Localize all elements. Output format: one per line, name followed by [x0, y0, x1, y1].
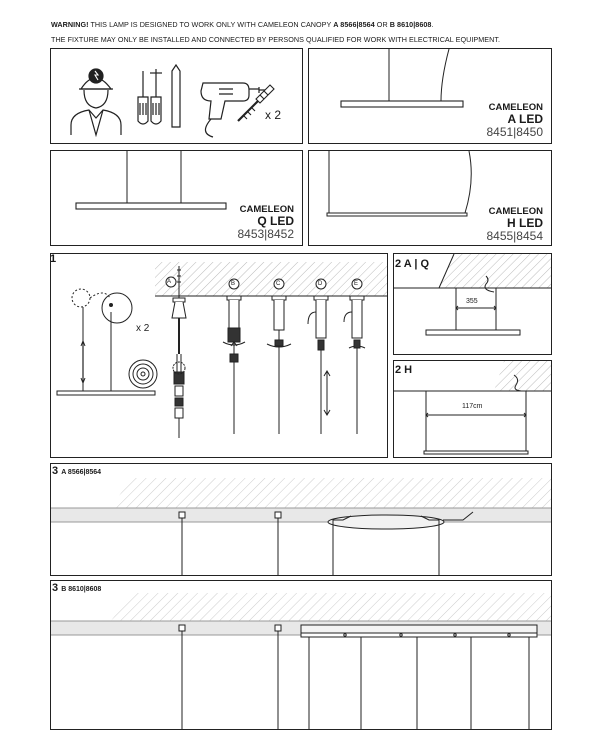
lamp-unpack-drawing: [56, 288, 158, 396]
step-1-panel: 1 x 2: [50, 253, 388, 458]
step-1-illustration: x 2: [56, 262, 387, 438]
warning-prefix: WARNING!: [51, 20, 89, 29]
product-panel-a-led: CAMELEON A LED 8451|8450: [308, 48, 552, 144]
step-3a-number: 3: [52, 465, 59, 477]
screwdriver-icon: [137, 69, 162, 125]
product-panel-h-led: CAMELEON H LED 8455|8454: [308, 150, 552, 246]
q-led-brand: CAMELEON: [239, 204, 294, 215]
sub-step-a-drawing: [165, 266, 187, 438]
canopy-code-b: B 8610|8608: [389, 20, 432, 29]
step-3a-label: 3 A 8566|8564: [52, 465, 101, 477]
step-3b-number: 3: [52, 582, 59, 594]
sub-step-b-drawing: [222, 278, 246, 434]
q-led-illustration: [75, 151, 227, 210]
q-led-model: Q LED: [257, 213, 294, 228]
tools-illustration: [70, 63, 275, 138]
electrician-icon: [70, 68, 122, 138]
drill-icon: [200, 82, 273, 138]
a-led-label: CAMELEON A LED 8451|8450: [486, 103, 543, 138]
step-2h-dimension: 117cm: [462, 403, 483, 410]
tools-panel: x 2: [50, 48, 303, 144]
step-2h-panel: 2 H 117cm: [393, 360, 552, 458]
warning-or: OR: [374, 20, 390, 29]
h-led-illustration: [326, 151, 472, 217]
step-2h-label: 2 H: [395, 364, 413, 376]
sub-step-label-c: C: [276, 281, 281, 287]
step-3a-illustration: [51, 478, 551, 575]
step-2aq-panel: 2 A | Q 355: [393, 253, 552, 355]
warning-end: .: [431, 20, 434, 29]
step-3b-code: B 8610|8608: [61, 586, 102, 593]
step-3b-panel: 3 B 8610|8608: [50, 580, 552, 730]
screw-anchor-icon: [237, 84, 275, 122]
sub-step-label-d: D: [318, 281, 323, 287]
step-3a-panel: 3 A 8566|8564: [50, 463, 552, 576]
step-2aq-dimension: 355: [466, 298, 478, 305]
q-led-label: CAMELEON Q LED 8453|8452: [237, 205, 294, 240]
step-1-multiplier: x 2: [136, 323, 150, 334]
sub-step-label-b: B: [231, 281, 236, 287]
step-2h-illustration: [394, 361, 551, 455]
step-3b-illustration: [51, 593, 551, 729]
product-panel-q-led: CAMELEON Q LED 8453|8452: [50, 150, 303, 246]
a-led-illustration: [340, 49, 464, 108]
step-3b-label: 3 B 8610|8608: [52, 582, 101, 594]
sub-step-label-a: A: [167, 279, 172, 285]
warning-line-2: THE FIXTURE MAY ONLY BE INSTALLED AND CO…: [51, 35, 501, 44]
h-led-codes: 8455|8454: [486, 228, 543, 243]
h-led-model: H LED: [507, 215, 543, 230]
step-1-number: 1: [50, 253, 57, 265]
sub-step-label-e: E: [354, 281, 359, 287]
h-led-label: CAMELEON H LED 8455|8454: [486, 207, 543, 242]
sub-step-d-drawing: [307, 278, 331, 434]
sub-step-e-drawing: [343, 278, 366, 434]
pencil-icon: [171, 63, 181, 128]
warning-text: WARNING! THIS LAMP IS DESIGNED TO WORK O…: [51, 17, 500, 47]
q-led-codes: 8453|8452: [237, 226, 294, 241]
a-led-brand: CAMELEON: [488, 102, 543, 113]
step-2aq-illustration: [394, 254, 551, 336]
a-led-codes: 8451|8450: [486, 124, 543, 139]
sub-step-c-drawing: [266, 278, 292, 434]
a-led-model: A LED: [507, 111, 543, 126]
warning-line-1-text: THIS LAMP IS DESIGNED TO WORK ONLY WITH …: [88, 20, 334, 29]
step-2aq-label: 2 A | Q: [395, 258, 430, 270]
step-3a-code: A 8566|8564: [61, 469, 102, 476]
canopy-code-a: A 8566|8564: [333, 20, 375, 29]
h-led-brand: CAMELEON: [488, 206, 543, 217]
tools-multiplier: x 2: [265, 108, 282, 122]
warning-line-1: WARNING! THIS LAMP IS DESIGNED TO WORK O…: [51, 17, 500, 32]
